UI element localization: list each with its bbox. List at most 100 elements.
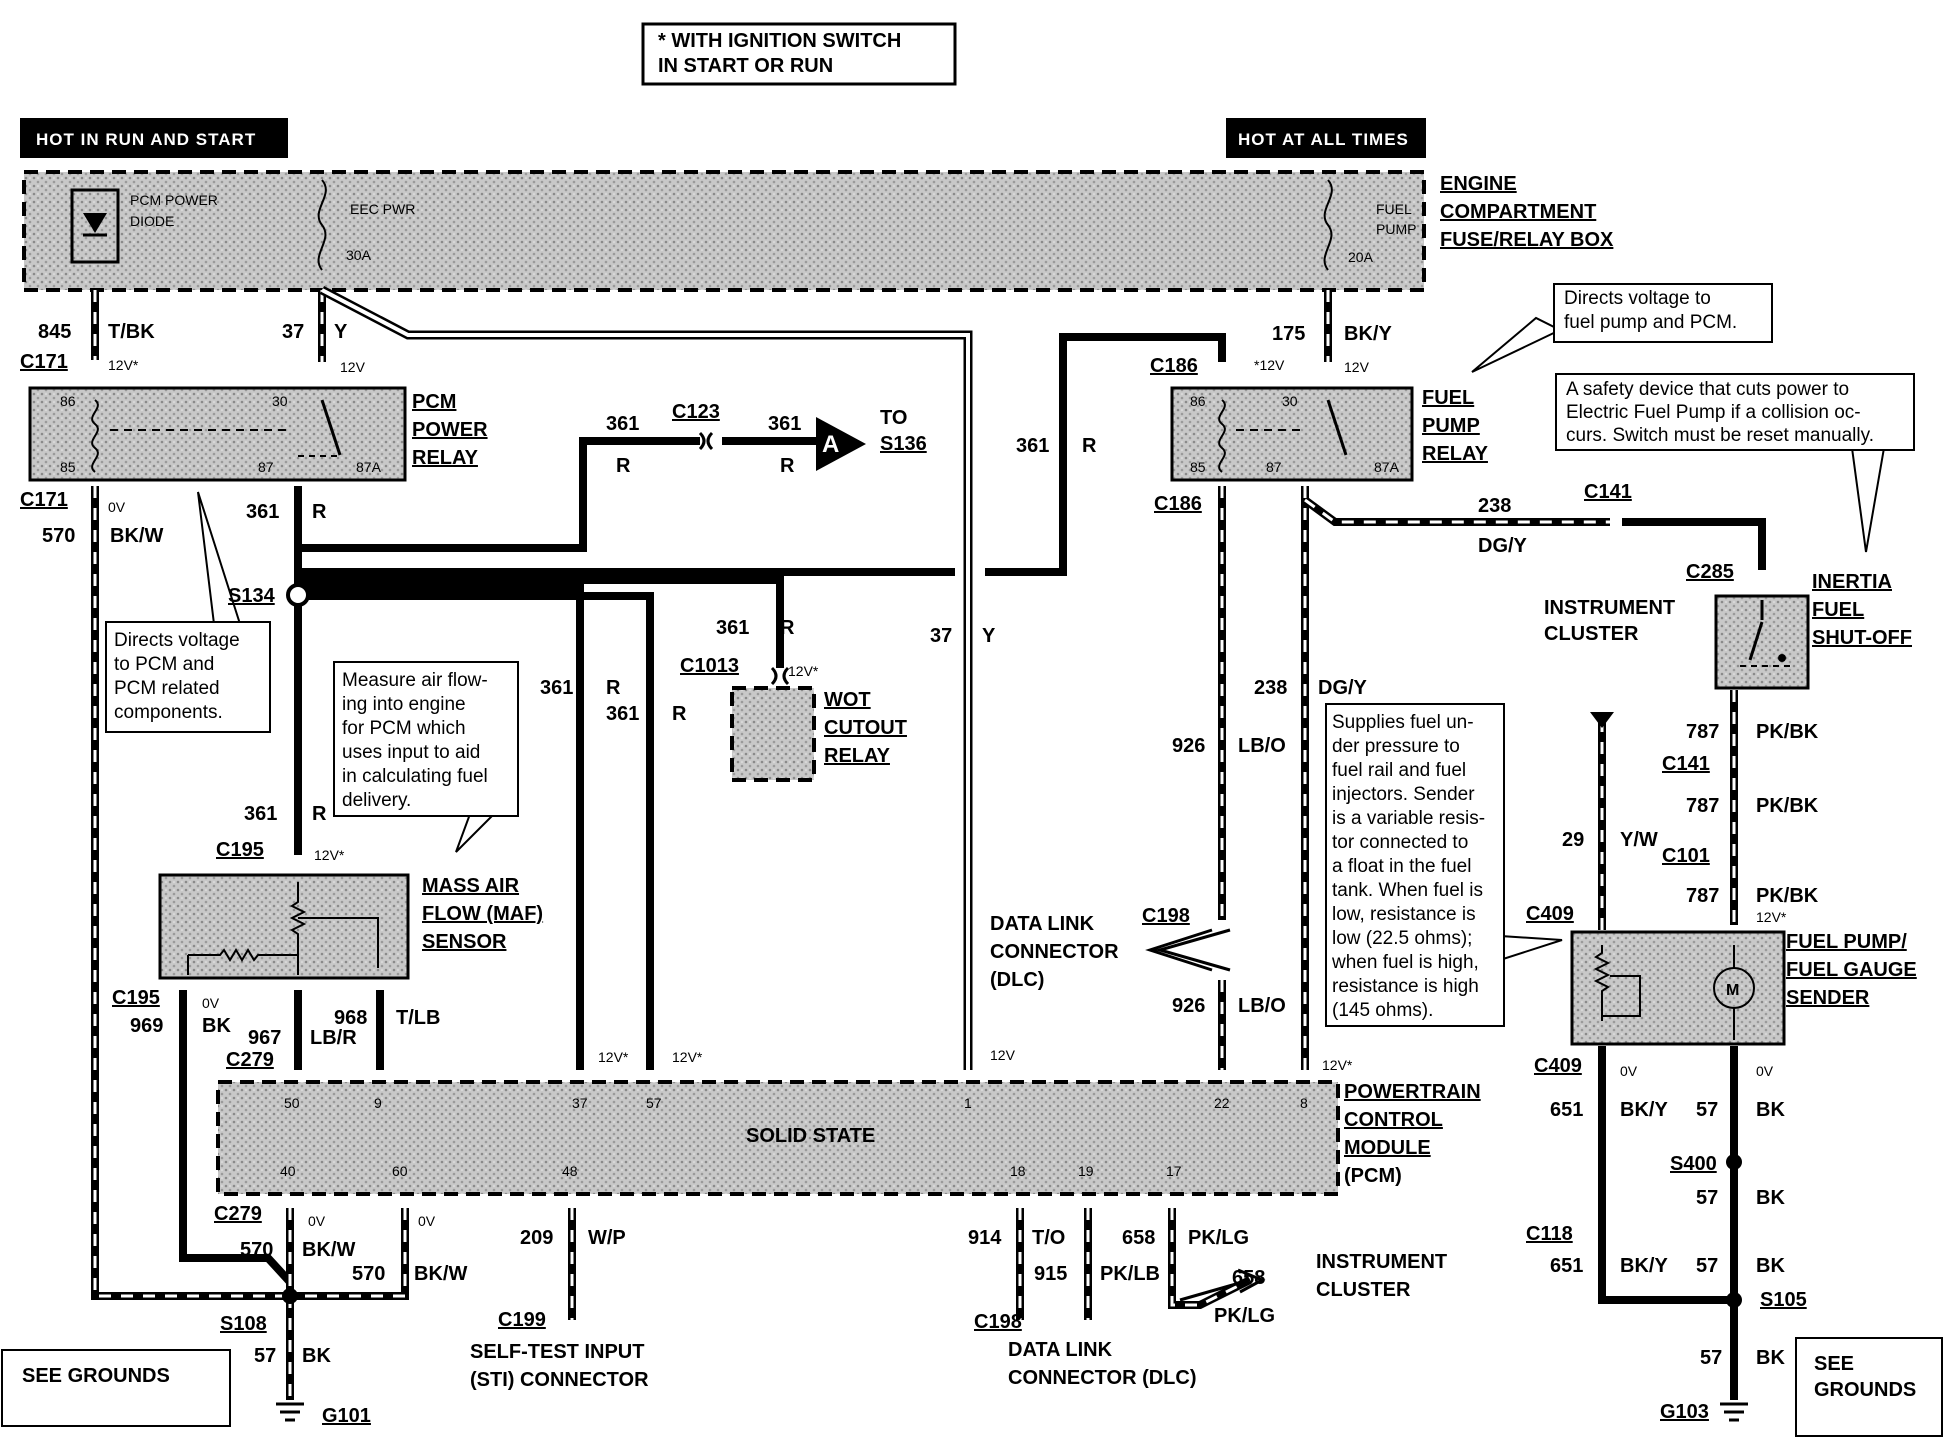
label-fuse_box-eec_pwr: EEC PWR <box>350 201 415 217</box>
label-wires-w238: 238 <box>1254 677 1287 699</box>
label-relay_pins-2: 85 <box>1190 459 1206 475</box>
sender-title: FUEL PUMP/ <box>1786 931 1907 953</box>
label-wires-w361: 361 <box>716 617 749 639</box>
pcm-title: POWERTRAIN <box>1344 1081 1481 1103</box>
note-inertia: A safety device that cuts power to Elect… <box>1555 373 1915 553</box>
label-wires-w361c: R <box>672 703 687 725</box>
ground-icon <box>1720 1402 1748 1422</box>
label-relay_pins-2: 85 <box>60 459 76 475</box>
label-wires-w361: 361 <box>606 703 639 725</box>
fuel-pump-sender: M <box>1570 930 1786 1046</box>
label-wires-w361: 361 <box>540 677 573 699</box>
label-components-to_target: S136 <box>880 433 927 455</box>
label-pcm_pins-bottom-1: 60 <box>392 1163 408 1179</box>
label-components-instrument_cluster-1: CLUSTER <box>1316 1279 1411 1301</box>
label-connectors-g103: G103 <box>1660 1401 1709 1423</box>
label-voltages-v0: 0V <box>308 1213 326 1229</box>
label-wires-w658c: PK/LG <box>1188 1227 1249 1249</box>
label-connectors-c141: C141 <box>1662 753 1710 775</box>
label-connectors-s108: S108 <box>220 1313 267 1335</box>
label-pcm_pins-top-2: 37 <box>572 1095 588 1111</box>
label-pcm_pins-bottom-4: 19 <box>1078 1163 1094 1179</box>
label-wires-w361: 361 <box>244 803 277 825</box>
label-wires-w57: 57 <box>254 1345 276 1367</box>
label-wires-w967: 967 <box>248 1027 281 1049</box>
label-wires-w968: 968 <box>334 1007 367 1029</box>
label-connectors-s400: S400 <box>1670 1153 1717 1175</box>
label-notes-pcm_relay-0: Directs voltage <box>114 630 240 651</box>
label-wires-w926c: LB/O <box>1238 735 1286 757</box>
label-wires-w361c: R <box>780 617 795 639</box>
label-notes-inertia-1: Electric Fuel Pump if a collision oc- <box>1566 402 1861 423</box>
label-wires-w361: 361 <box>246 501 279 523</box>
label-voltages-v12: 12V <box>1344 359 1370 375</box>
label-wires-w914: 914 <box>968 1227 1002 1249</box>
label-connectors-c195: C195 <box>216 839 264 861</box>
label-connectors-c195: C195 <box>112 987 160 1009</box>
label-components-dlc_bottom-1: CONNECTOR (DLC) <box>1008 1367 1197 1389</box>
label-components-pcm-3: (PCM) <box>1344 1165 1402 1187</box>
ground-icon <box>276 1402 304 1422</box>
label-wires-w175c: BK/Y <box>1344 323 1392 345</box>
label-wires-w37c: Y <box>334 321 348 343</box>
label-headers-left: HOT IN RUN AND START <box>36 130 256 149</box>
label-notes-inertia-0: A safety device that cuts power to <box>1566 379 1849 400</box>
label-voltages-v12s: 12V* <box>1322 1057 1353 1073</box>
label-connectors-c171: C171 <box>20 351 68 373</box>
label-voltages-v12s: 12V* <box>314 847 345 863</box>
header-hot-run-start: HOT IN RUN AND START <box>20 118 288 158</box>
label-connectors-c118: C118 <box>1526 1223 1573 1245</box>
label-relay_pins-1: 30 <box>1282 393 1298 409</box>
label-components-pcm-1: CONTROL <box>1344 1109 1443 1131</box>
cluster-arrow-icon <box>1590 712 1614 728</box>
label-components-fuel_sender-2: SENDER <box>1786 987 1870 1009</box>
label-voltages-v0: 0V <box>1756 1063 1774 1079</box>
label-relay_pins-4: 87A <box>1374 459 1400 475</box>
label-wires-w926: 926 <box>1172 995 1205 1017</box>
label-pcm_pins-bottom-2: 48 <box>562 1163 578 1179</box>
dlc-label: DATA LINK <box>990 913 1095 935</box>
label-fuse_box-fuel_pump-0: FUEL <box>1376 201 1412 217</box>
inertia-title: INERTIA <box>1812 571 1892 593</box>
label-connectors-c1013: C1013 <box>680 655 739 677</box>
label-wires-w845c: T/BK <box>108 321 155 343</box>
label-fuse_box-title-1: COMPARTMENT <box>1440 201 1596 223</box>
label-wires-w361: 361 <box>1016 435 1049 457</box>
label-wires-w361c: R <box>312 501 327 523</box>
label-components-instrument_cluster-1: CLUSTER <box>1544 623 1639 645</box>
label-relay_pins-0: 86 <box>1190 393 1206 409</box>
label-relay_pins-0: 86 <box>60 393 76 409</box>
label-wires-w926: 926 <box>1172 735 1205 757</box>
note-fuel-relay: Directs voltage to fuel pump and PCM. <box>1471 283 1773 373</box>
label-fuse_box-fuel_pump_amp: 20A <box>1348 249 1374 265</box>
label-pcm_pins-top-4: 1 <box>964 1095 972 1111</box>
label-notes-sender-8: low, resistance is <box>1332 904 1476 925</box>
label-components-maf-2: SENSOR <box>422 931 507 953</box>
wot-cutout-relay <box>730 666 816 782</box>
label-notes-maf-0: Measure air flow- <box>342 670 488 691</box>
label-wires-w570: 570 <box>352 1263 385 1285</box>
label-wires-w968c: T/LB <box>396 1007 440 1029</box>
label-wires-w969: 969 <box>130 1015 163 1037</box>
maf-title: MASS AIR <box>422 875 520 897</box>
label-wires-w845: 845 <box>38 321 71 343</box>
label-connectors-c279: C279 <box>214 1203 262 1225</box>
label-relay_pins-1: 30 <box>272 393 288 409</box>
label-components-fuel_relay-2: RELAY <box>1422 443 1489 465</box>
label-fuse_box-diode-0: PCM POWER <box>130 192 218 208</box>
see-grounds-left: SEE GROUNDS <box>1 1349 231 1427</box>
label-connectors-c409: C409 <box>1534 1055 1582 1077</box>
label-connectors-c171: C171 <box>20 489 68 511</box>
fuel-pump-relay: 86 30 85 87 87A <box>1170 386 1414 482</box>
label-connectors-c198: C198 <box>974 1311 1022 1333</box>
header-hot-all-times: HOT AT ALL TIMES <box>1226 118 1426 158</box>
label-voltages-v12s: 12V* <box>788 663 819 679</box>
label-wires-w658: 658 <box>1232 1267 1265 1289</box>
label-connectors-c186: C186 <box>1154 493 1202 515</box>
label-fuse_box-fuel_pump-1: PUMP <box>1376 221 1416 237</box>
label-wires-w361c: R <box>606 677 621 699</box>
label-voltages-v0: 0V <box>418 1213 436 1229</box>
label-connectors-c141: C141 <box>1584 481 1632 503</box>
label-headers-right: HOT AT ALL TIMES <box>1238 130 1409 149</box>
